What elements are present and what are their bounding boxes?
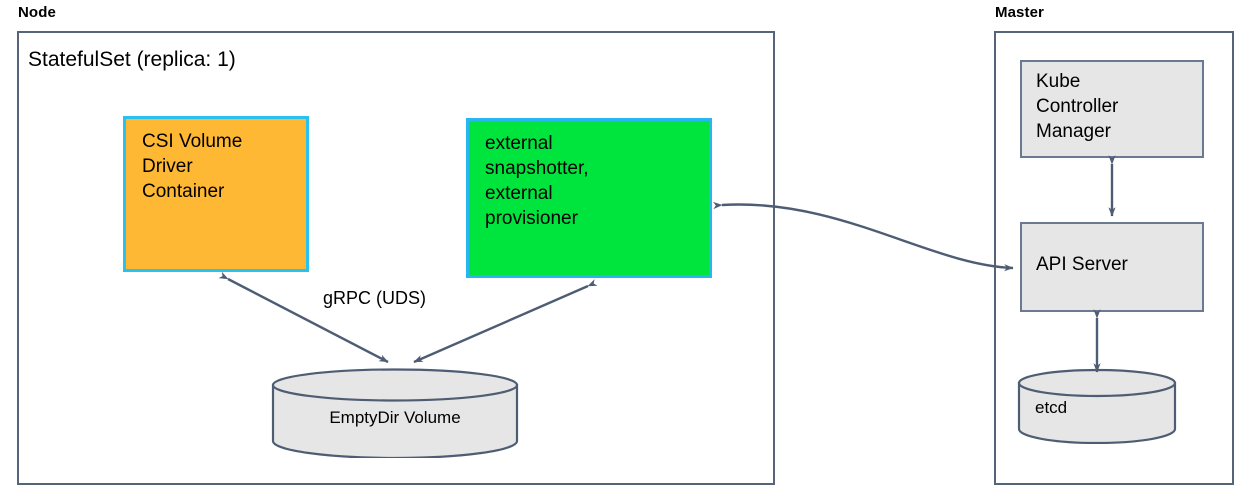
etcd-label: etcd xyxy=(1035,398,1068,417)
csi-driver-line-1: CSI Volume xyxy=(142,131,243,152)
kcm-line-1: Kube xyxy=(1036,71,1081,92)
kube-controller-manager-box[interactable]: Kube Controller Manager xyxy=(1020,60,1204,158)
master-group-label: Master xyxy=(995,4,1044,21)
csi-volume-driver-container-box[interactable]: CSI Volume Driver Container xyxy=(123,116,309,272)
emptydir-volume-label: EmptyDir Volume xyxy=(329,408,461,427)
statefulset-title: StatefulSet (replica: 1) xyxy=(28,48,236,71)
node-group-label: Node xyxy=(18,4,56,21)
csi-driver-line-2: Driver xyxy=(142,156,193,178)
emptydir-volume-cylinder[interactable] xyxy=(270,368,520,460)
api-server-label: API Server xyxy=(1036,254,1128,275)
grpc-uds-edge-label: gRPC (UDS) xyxy=(323,288,427,308)
csi-driver-line-3: Container xyxy=(142,181,225,203)
external-sidecars-box[interactable]: external snapshotter, external provision… xyxy=(466,118,712,278)
api-server-box[interactable]: API Server xyxy=(1020,222,1204,312)
kcm-line-2: Controller xyxy=(1036,96,1119,118)
kcm-line-3: Manager xyxy=(1036,121,1111,143)
sidecars-line-3: external xyxy=(485,183,553,205)
sidecars-line-4: provisioner xyxy=(485,208,578,230)
sidecars-line-2: snapshotter, xyxy=(485,158,589,180)
sidecars-line-1: external xyxy=(485,133,553,154)
